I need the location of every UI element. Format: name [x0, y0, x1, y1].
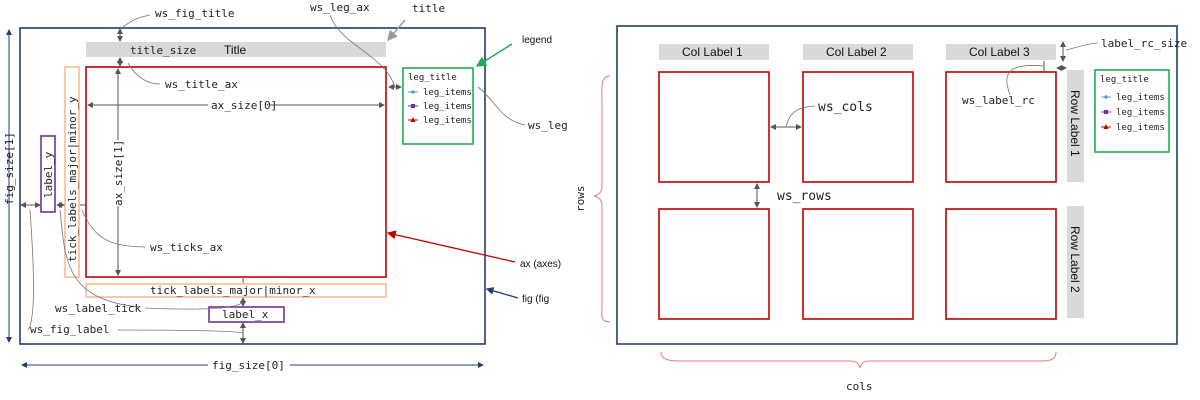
ws-fig-label-label: ws_fig_label — [30, 323, 109, 336]
fig-size1-label: fig_size[1] — [3, 132, 16, 205]
col-label-box-3 — [946, 44, 1056, 60]
ws-fig-label-leader — [27, 209, 34, 331]
subplot-r1-c3 — [945, 71, 1057, 183]
cols-brace — [660, 351, 1057, 369]
row-label-2: Row Label 2 — [1068, 226, 1082, 293]
ws-fig-title-leader — [119, 14, 151, 31]
ws-label-tick-x-leader — [144, 301, 244, 310]
ax-size1-bg — [110, 140, 126, 206]
grid-legend-marker-2 — [1104, 110, 1108, 114]
label-x-text: label_x — [222, 308, 269, 321]
ws-leg-ax-label: ws_leg_ax — [310, 1, 370, 14]
legend-pointer — [475, 43, 513, 67]
grid-legend-item-1: leg_items — [1116, 93, 1165, 103]
legend-item-3: leg_items — [423, 116, 472, 126]
legend-pointer-label: legend — [522, 35, 552, 46]
ws-title-ax-leader — [127, 62, 161, 85]
legend-marker-3 — [410, 117, 416, 122]
ws-fig-title-label: ws_fig_title — [155, 7, 234, 20]
tick-labels-x-box — [85, 283, 387, 298]
tick-labels-x-label: tick_labels_major|minor_x — [150, 284, 316, 297]
grid-legend-marker-1 — [1104, 95, 1108, 99]
ws-fig-label-x-leader — [117, 329, 244, 334]
ws-leg-leader — [477, 86, 526, 126]
grid-legend-marker-3 — [1103, 124, 1109, 129]
grid-figure-box — [616, 25, 1178, 345]
figure-pointer-label: fig (fig — [522, 294, 549, 305]
axes-pointer-label: ax (axes) — [520, 259, 561, 270]
legend-items: leg_items leg_items leg_items — [408, 88, 472, 126]
ax-size0-label: ax_size[0] — [211, 99, 277, 112]
col-label-2: Col Label 2 — [826, 45, 887, 59]
subplot-r2-c1 — [658, 208, 770, 320]
figure-box — [19, 27, 486, 345]
legend-item-2: leg_items — [423, 102, 472, 112]
legend-title: leg_title — [408, 73, 457, 83]
rows-label: rows — [574, 186, 587, 213]
subplot-r1-c2 — [802, 71, 914, 183]
ws-leg-ax-leader — [329, 14, 396, 88]
cols-label: cols — [846, 380, 873, 393]
grid-legend-title: leg_title — [1100, 75, 1149, 85]
ax-size0-bg — [208, 99, 270, 111]
legend-marker-2 — [411, 104, 415, 108]
subplot-r1-c1 — [658, 71, 770, 183]
ws-ticks-ax-label: ws_ticks_ax — [150, 241, 223, 254]
label-rc-size-label: label_rc_size — [1101, 37, 1187, 50]
title-pointer — [387, 19, 406, 42]
tick-labels-y-box — [64, 66, 80, 278]
tick-labels-y-label: tick_labels_major|minor_y — [66, 96, 79, 262]
label-y-text: label_y — [42, 151, 55, 198]
rows-brace — [593, 75, 611, 323]
ws-label-rc-leader — [1006, 65, 1045, 96]
row-label-box-1 — [1067, 70, 1084, 182]
ax-size1-label: ax_size[1] — [112, 140, 125, 206]
row-label-box-2 — [1067, 206, 1084, 318]
ws-rows-label: ws_rows — [777, 189, 832, 204]
label-y-box — [40, 135, 56, 213]
ws-label-tick-label: ws_label_tick — [55, 302, 141, 315]
ws-label-tick-leader — [59, 209, 141, 308]
ws-cols-leader — [785, 105, 816, 128]
grid-legend-item-3: leg_items — [1116, 123, 1165, 133]
ws-ticks-ax-leader — [81, 209, 146, 248]
subplot-r2-c3 — [945, 208, 1057, 320]
fig-size0-label: fig_size[0] — [212, 359, 285, 372]
axes-pointer — [386, 230, 516, 263]
title-text: Title — [224, 43, 247, 57]
title-bar — [86, 42, 386, 57]
title-size-label: title_size — [130, 44, 196, 57]
left-diagram: title_size Title tick_labels_major|minor… — [3, 1, 568, 372]
figure-pointer — [485, 287, 519, 299]
legend-marker-1 — [411, 90, 415, 94]
label-x-box — [208, 306, 285, 323]
ws-title-ax-label: ws_title_ax — [165, 78, 238, 91]
label-rc-size-leader — [1065, 42, 1099, 51]
fig-size0-bg — [208, 358, 290, 371]
grid-legend-item-2: leg_items — [1116, 108, 1165, 118]
col-label-3: Col Label 3 — [969, 45, 1030, 59]
title-pointer-label: title — [412, 2, 445, 15]
col-label-box-2 — [803, 44, 913, 60]
axes-box — [85, 66, 387, 278]
col-label-1: Col Label 1 — [682, 45, 743, 59]
ws-label-rc-label: ws_label_rc — [962, 94, 1035, 107]
grid-legend-items: leg_items leg_items leg_items — [1101, 93, 1165, 133]
legend-item-1: leg_items — [423, 88, 472, 98]
row-label-1: Row Label 1 — [1068, 90, 1082, 157]
col-label-box-1 — [659, 44, 769, 60]
subplot-r2-c2 — [802, 208, 914, 320]
right-diagram: Col Label 1 Col Label 2 Col Label 3 Row … — [574, 25, 1187, 393]
ws-cols-label: ws_cols — [818, 100, 873, 115]
ws-leg-label: ws_leg — [528, 119, 568, 132]
